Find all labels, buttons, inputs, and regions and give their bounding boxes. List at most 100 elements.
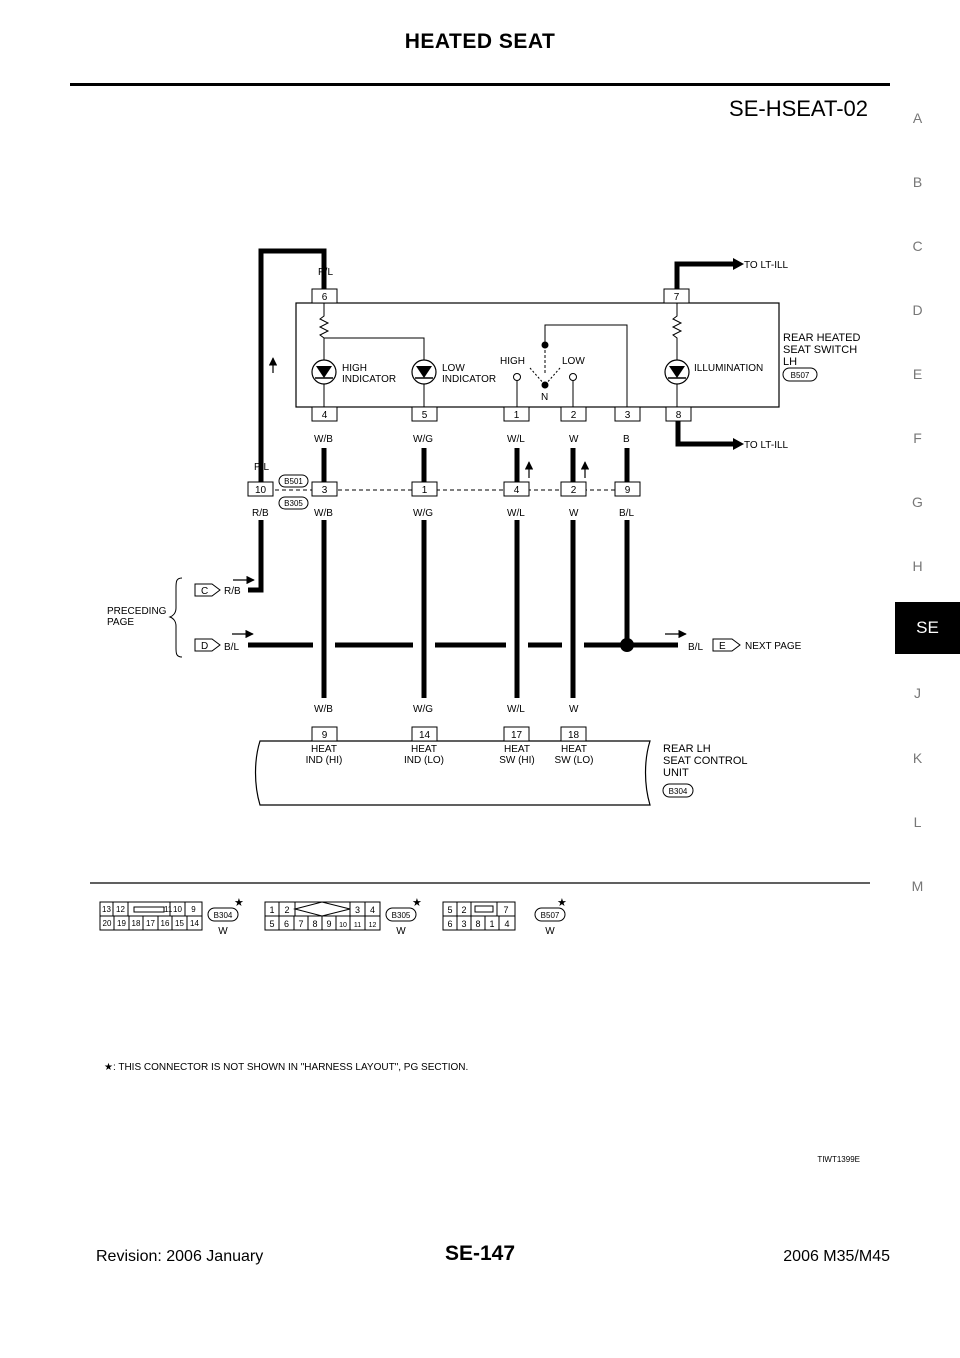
b304-t3: 11 — [164, 905, 173, 914]
cu-connector-id: B304 — [669, 787, 688, 796]
b304-id: B304 — [214, 911, 233, 920]
index-letter-l[interactable]: L — [913, 814, 922, 830]
page-title: HEATED SEAT — [404, 30, 556, 53]
switch-top-pin-6-label: 6 — [322, 292, 328, 303]
index-letter-d[interactable]: D — [912, 302, 923, 318]
switch-pin-1: 1 — [514, 410, 520, 421]
joint-id-upper: B501 — [284, 477, 303, 486]
cu-pin-14: 14 — [419, 730, 431, 741]
switch-name-line-2: SEAT SWITCH — [783, 344, 857, 356]
label-wg-top: W/G — [413, 434, 433, 445]
joint-pin-2: 2 — [571, 485, 577, 496]
preceding-c: C — [201, 586, 208, 597]
joint-pin-3: 3 — [322, 485, 328, 496]
b507-b3: 8 — [475, 919, 480, 929]
label-to-lt-ill-top: TO LT-ILL — [744, 260, 789, 271]
label-high-indicator-1: HIGH — [342, 363, 367, 374]
b507-b2: 3 — [461, 919, 466, 929]
b507-id: B507 — [541, 911, 560, 920]
wire-to-lt-ill-bottom — [675, 421, 735, 447]
b305-t3: 3 — [355, 905, 360, 915]
b305-b8: 12 — [369, 922, 377, 929]
b304-b2: 19 — [117, 919, 126, 928]
index-letter-f[interactable]: F — [913, 430, 922, 446]
label-illumination: ILLUMINATION — [694, 363, 763, 374]
b507-t2: 2 — [461, 905, 466, 915]
label-high-indicator-2: INDICATOR — [342, 374, 396, 385]
figure-code: TIWT1399E — [817, 1155, 860, 1164]
b304-b4: 17 — [146, 919, 155, 928]
switch-bottom-pins: 4 5 1 2 3 8 — [311, 406, 692, 422]
index-letter-m[interactable]: M — [911, 878, 924, 894]
control-unit-box — [254, 740, 651, 806]
next-flag-e — [712, 638, 741, 652]
label-w-joint: W — [569, 508, 579, 519]
switch-top-pin-7: 7 — [663, 288, 690, 304]
cu-name-line-2: SEAT CONTROL — [663, 755, 748, 767]
cu-term-2-line-2: IND (LO) — [404, 755, 444, 766]
cu-term-4-line-2: SW (LO) — [555, 755, 594, 766]
cu-pin-9: 9 — [322, 730, 328, 741]
label-bl-right: B/L — [688, 642, 703, 653]
cu-term-1-line-1: HEAT — [311, 744, 337, 755]
index-letter-b[interactable]: B — [912, 174, 923, 190]
preceding-flag-d — [194, 638, 221, 652]
index-letter-j[interactable]: J — [914, 685, 921, 701]
joint-pins: 10 3 1 4 2 9 — [247, 481, 641, 497]
footnote-text: : THIS CONNECTOR IS NOT SHOWN IN "HARNES… — [112, 1062, 469, 1073]
index-letter-a[interactable]: A — [912, 110, 923, 126]
label-wb-bottom: W/B — [314, 704, 333, 715]
b305-b4: 8 — [312, 919, 317, 929]
index-letter-k[interactable]: K — [912, 750, 923, 766]
b305-color: W — [396, 926, 406, 937]
label-wb-top: W/B — [314, 434, 333, 445]
preceding-brace — [168, 577, 183, 658]
switch-pin-2: 2 — [571, 410, 577, 421]
footer-revision: Revision: 2006 January — [96, 1248, 264, 1265]
b507-color: W — [545, 926, 555, 937]
b305-b2: 6 — [284, 919, 289, 929]
cu-term-3-line-2: SW (HI) — [499, 755, 535, 766]
joint-id-lower: B305 — [284, 499, 303, 508]
switch-connector-id: B507 — [791, 371, 810, 380]
diode-illumination — [664, 359, 690, 385]
header-rule — [70, 83, 890, 86]
switch-pin-5: 5 — [422, 410, 428, 421]
b305-t4: 4 — [370, 905, 375, 915]
cu-connector-badge — [662, 783, 694, 798]
switch-connector-badge — [782, 367, 818, 382]
index-letter-e[interactable]: E — [912, 366, 923, 382]
b305-t1: 1 — [269, 905, 274, 915]
cu-pin-18: 18 — [568, 730, 580, 741]
joint-badge-lower — [278, 496, 309, 510]
cu-term-3-line-1: HEAT — [504, 744, 530, 755]
label-wl-bottom: W/L — [507, 704, 525, 715]
index-letter-c[interactable]: C — [912, 238, 923, 254]
label-wg-joint: W/G — [413, 508, 433, 519]
preceding-line-2: PAGE — [107, 617, 134, 628]
control-unit-pins: 9 14 17 18 — [311, 726, 587, 742]
footer-page-number: SE-147 — [444, 1242, 516, 1265]
index-letter-h[interactable]: H — [912, 558, 923, 574]
b507-b4: 1 — [489, 919, 494, 929]
footnote-star-icon: ★ — [104, 1062, 113, 1073]
b304-b3: 18 — [132, 919, 141, 928]
b305-b7: 11 — [354, 922, 361, 929]
cu-term-4-line-1: HEAT — [561, 744, 587, 755]
label-pl-top: P/L — [318, 267, 333, 278]
diode-high-indicator — [311, 359, 337, 385]
label-to-lt-ill-bottom: TO LT-ILL — [744, 440, 789, 451]
switch-top-pin-7-label: 7 — [674, 292, 680, 303]
switch-low-contact — [569, 373, 577, 381]
switch-name-line-1: REAR HEATED — [783, 332, 860, 344]
index-letter-g[interactable]: G — [912, 494, 923, 510]
wire-to-lt-ill-top — [674, 261, 735, 289]
label-pl-mid: P/L — [254, 462, 269, 473]
joint-pin-4: 4 — [514, 485, 520, 496]
preceding-d: D — [201, 641, 208, 652]
index-tab-se-active[interactable]: SE — [895, 602, 960, 654]
switch-pin-3: 3 — [625, 410, 631, 421]
cu-pin-17: 17 — [511, 730, 523, 741]
wire-pl — [258, 248, 327, 482]
